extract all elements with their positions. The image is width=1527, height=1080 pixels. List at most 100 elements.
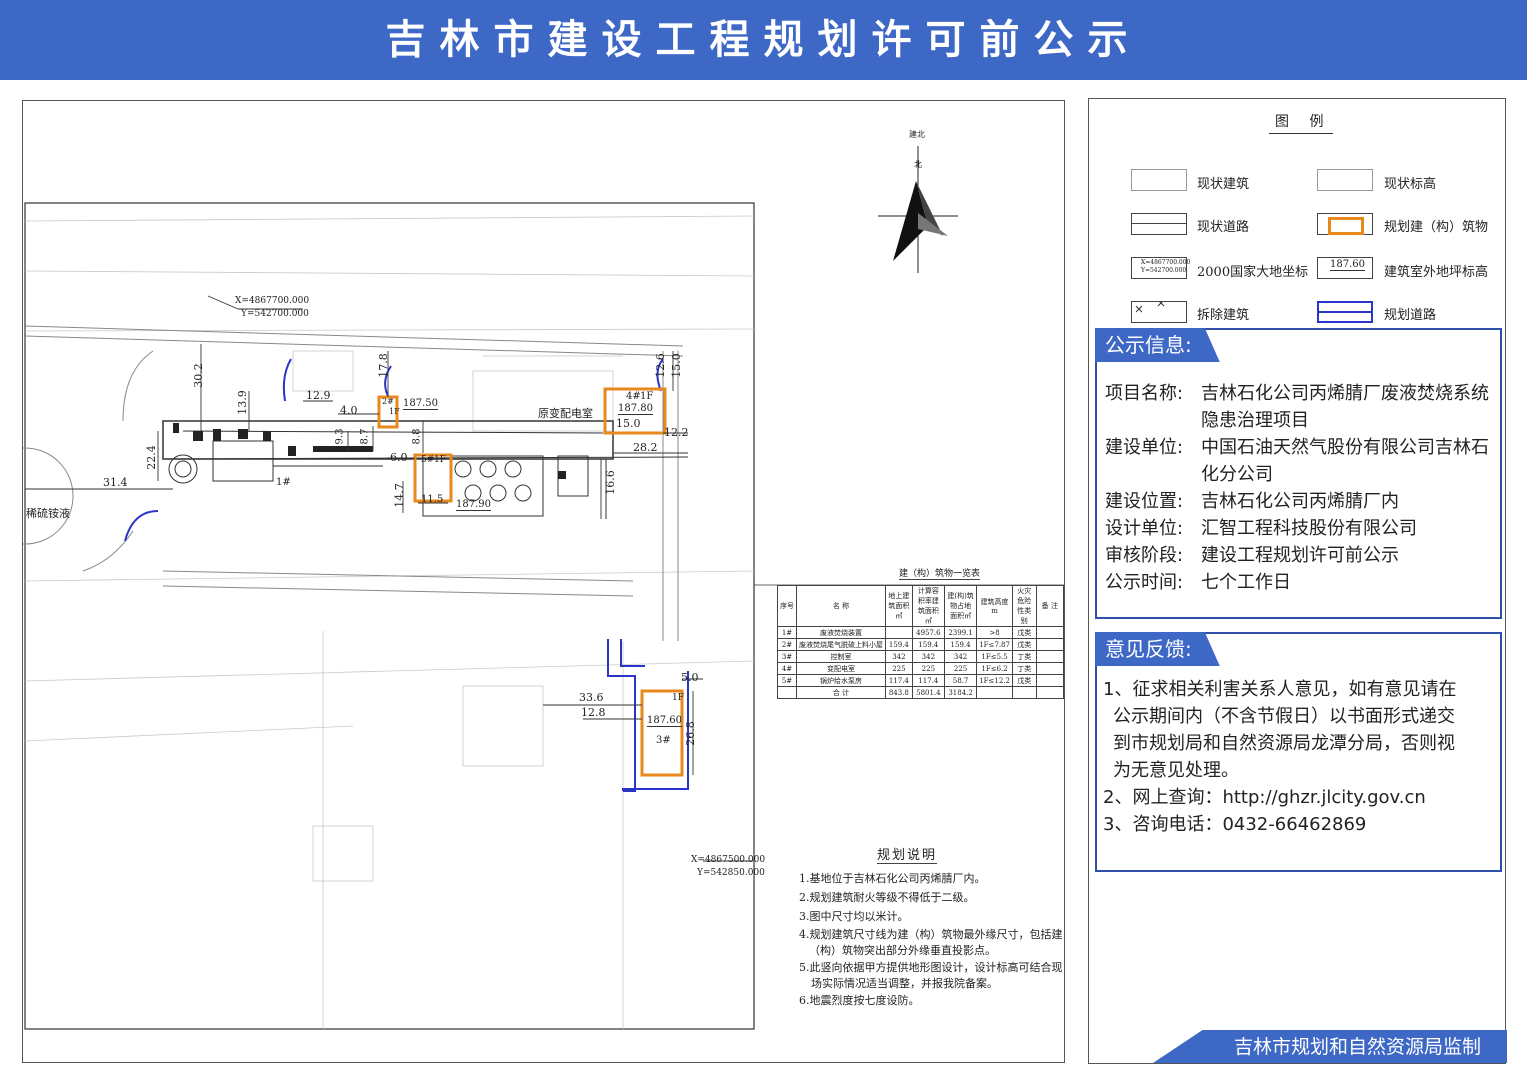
feedback-line: 公示期间内（不含节假日）以书面形式递交 [1113, 706, 1455, 727]
dim-label: 17.8 [376, 353, 390, 378]
feedback-line[interactable]: 2、网上查询：http://ghzr.jlcity.gov.cn [1103, 787, 1426, 808]
table-cell: 锅炉给水泵房 [796, 674, 886, 687]
note-line: 5.此竖向依据甲方提供地形图设计，设计标高可结合现 [799, 961, 1063, 974]
building-2-elev: 187.50 [403, 398, 438, 410]
note-line: 场实际情况适当调整，并报我院备案。 [811, 977, 998, 990]
legend-elev: 187.60 [1330, 259, 1365, 271]
feedback-line: 到市规划局和自然资源局龙潭分局，否则视 [1113, 733, 1455, 754]
demolish-building-symbol [1131, 301, 1187, 323]
building-3-id: 3# [656, 735, 671, 746]
legend-label: 建筑室外地坪标高 [1384, 265, 1489, 280]
building-3-floors: 1F [672, 693, 684, 703]
existing-elevation-symbol [1317, 169, 1373, 191]
dim-label: 6.0 [390, 451, 408, 464]
dim-label: 30.2 [191, 363, 205, 388]
table-cell: 117.4 [885, 674, 913, 687]
table-cell: 丁类 [1011, 662, 1037, 675]
building-5-id: 5# [421, 455, 435, 465]
building-1-id: 1# [276, 477, 291, 488]
dim-label: 12.6 [653, 353, 667, 378]
feedback-line: 为无意见处理。 [1113, 760, 1239, 781]
dim-label: 13.9 [235, 390, 249, 415]
table-cell: 5# [777, 674, 797, 687]
table-cell: 225 [911, 662, 945, 675]
legend-label: 现状标高 [1384, 177, 1437, 192]
table-cell: 225 [885, 662, 913, 675]
planned-building-5 [413, 453, 453, 503]
dim-label: 12.8 [581, 706, 606, 719]
table-cell: 1F≤5.5 [976, 650, 1013, 663]
table-header: 建(构)筑物占地面积㎡ [943, 585, 978, 627]
page-title: 吉林市建设工程规划许可前公示 [385, 17, 1142, 63]
building-2-id: 2# [382, 397, 394, 406]
site-plan: 建北 北 X=4867700.000 Y=542700.000 X=486750… [22, 100, 1065, 1063]
table-cell: 159.4 [943, 638, 978, 651]
dim-label: 16.6 [603, 470, 617, 495]
planned-building-symbol [1317, 213, 1373, 235]
site-plan-drawing [23, 146, 1064, 1030]
table-cell: 117.4 [911, 674, 945, 687]
notes-title: 规划说明 [877, 844, 938, 864]
info-value: 吉林石化公司丙烯腈厂内 [1201, 491, 1399, 512]
coord-top-x: X=4867700.000 [235, 296, 310, 306]
dim-label: 15.0 [669, 353, 683, 378]
table-cell [1035, 686, 1064, 699]
table-cell: 58.7 [943, 674, 978, 687]
note-line: 3.图中尺寸均以米计。 [799, 910, 909, 923]
coordinate-symbol: X=4867700.000 Y=542700.000 [1131, 257, 1191, 279]
info-value: 汇智工程科技股份有限公司 [1201, 518, 1417, 539]
note-line: 6.地震烈度按七度设防。 [799, 994, 920, 1007]
info-section-title: 公示信息: [1095, 328, 1220, 362]
planned-building-3 [640, 689, 684, 777]
table-cell: >8 [976, 626, 1013, 639]
info-label: 建设单位: [1105, 437, 1184, 458]
feedback-section: 意见反馈: 1、征求相关利害关系人意见，如有意见请在 公示期间内（不含节假日）以… [1095, 632, 1502, 872]
table-cell: 4957.6 [911, 626, 945, 639]
legend-coord-y: Y=542700.000 [1141, 267, 1187, 274]
info-value: 中国石油天然气股份有限公司吉林石化分公司 [1201, 437, 1489, 485]
dim-label: 12.2 [664, 426, 689, 439]
dim-label: 33.6 [579, 691, 604, 704]
dim-label: 8.8 [411, 428, 423, 445]
table-cell: 戊类 [1011, 674, 1037, 687]
note-line: 4.规划建筑尺寸线为建（构）筑物最外缘尺寸，包括建 [799, 928, 1063, 941]
legend-coord-x: X=4867700.000 [1141, 259, 1191, 266]
table-header: 建筑高度m [976, 585, 1013, 627]
table-cell [777, 686, 797, 699]
building-4-elev: 187.80 [618, 403, 653, 415]
table-cell [976, 686, 1013, 699]
table-cell: 5801.4 [911, 686, 945, 699]
dim-label: 31.4 [103, 476, 128, 489]
building-table: 序号 名 称 地上建筑面积㎡ 计算容积率建筑面积㎡ 建(构)筑物占地面积㎡ 建筑… [777, 585, 1064, 699]
table-cell: 控制室 [796, 650, 886, 663]
dim-label: 28.2 [633, 441, 658, 454]
info-value: 七个工作日 [1201, 572, 1291, 593]
table-cell [1035, 662, 1064, 675]
table-cell: 342 [885, 650, 913, 663]
table-header: 地上建筑面积㎡ [885, 585, 913, 627]
table-header: 序号 [777, 585, 797, 627]
feedback-line: 3、咨询电话：0432-66462869 [1103, 814, 1367, 835]
planned-building-4 [603, 387, 667, 435]
info-label: 审核阶段: [1105, 545, 1184, 566]
legend-label: 现状建筑 [1197, 177, 1250, 192]
building-2-floors: 1F [389, 407, 400, 416]
dim-label: 4.0 [340, 404, 358, 417]
table-cell [1035, 674, 1064, 687]
table-header-row: 序号 名 称 地上建筑面积㎡ 计算容积率建筑面积㎡ 建(构)筑物占地面积㎡ 建筑… [777, 585, 1064, 627]
table-cell [1035, 626, 1064, 639]
floor-elevation-symbol: 187.60 [1317, 257, 1373, 279]
table-cell: 1F≤6.2 [976, 662, 1013, 675]
info-label: 公示时间: [1105, 572, 1184, 593]
right-panel: 图 例 现状建筑 现状标高 现状道路 规划建（构）筑物 X=4867700.00… [1088, 98, 1506, 1064]
table-cell: 丁类 [1011, 650, 1037, 663]
building-4-floors: 1F [640, 391, 654, 402]
table-cell [1011, 686, 1037, 699]
legend-label: 现状道路 [1197, 220, 1250, 235]
feedback-line: 1、征求相关利害关系人意见，如有意见请在 [1103, 679, 1457, 700]
table-cell [1035, 638, 1064, 651]
